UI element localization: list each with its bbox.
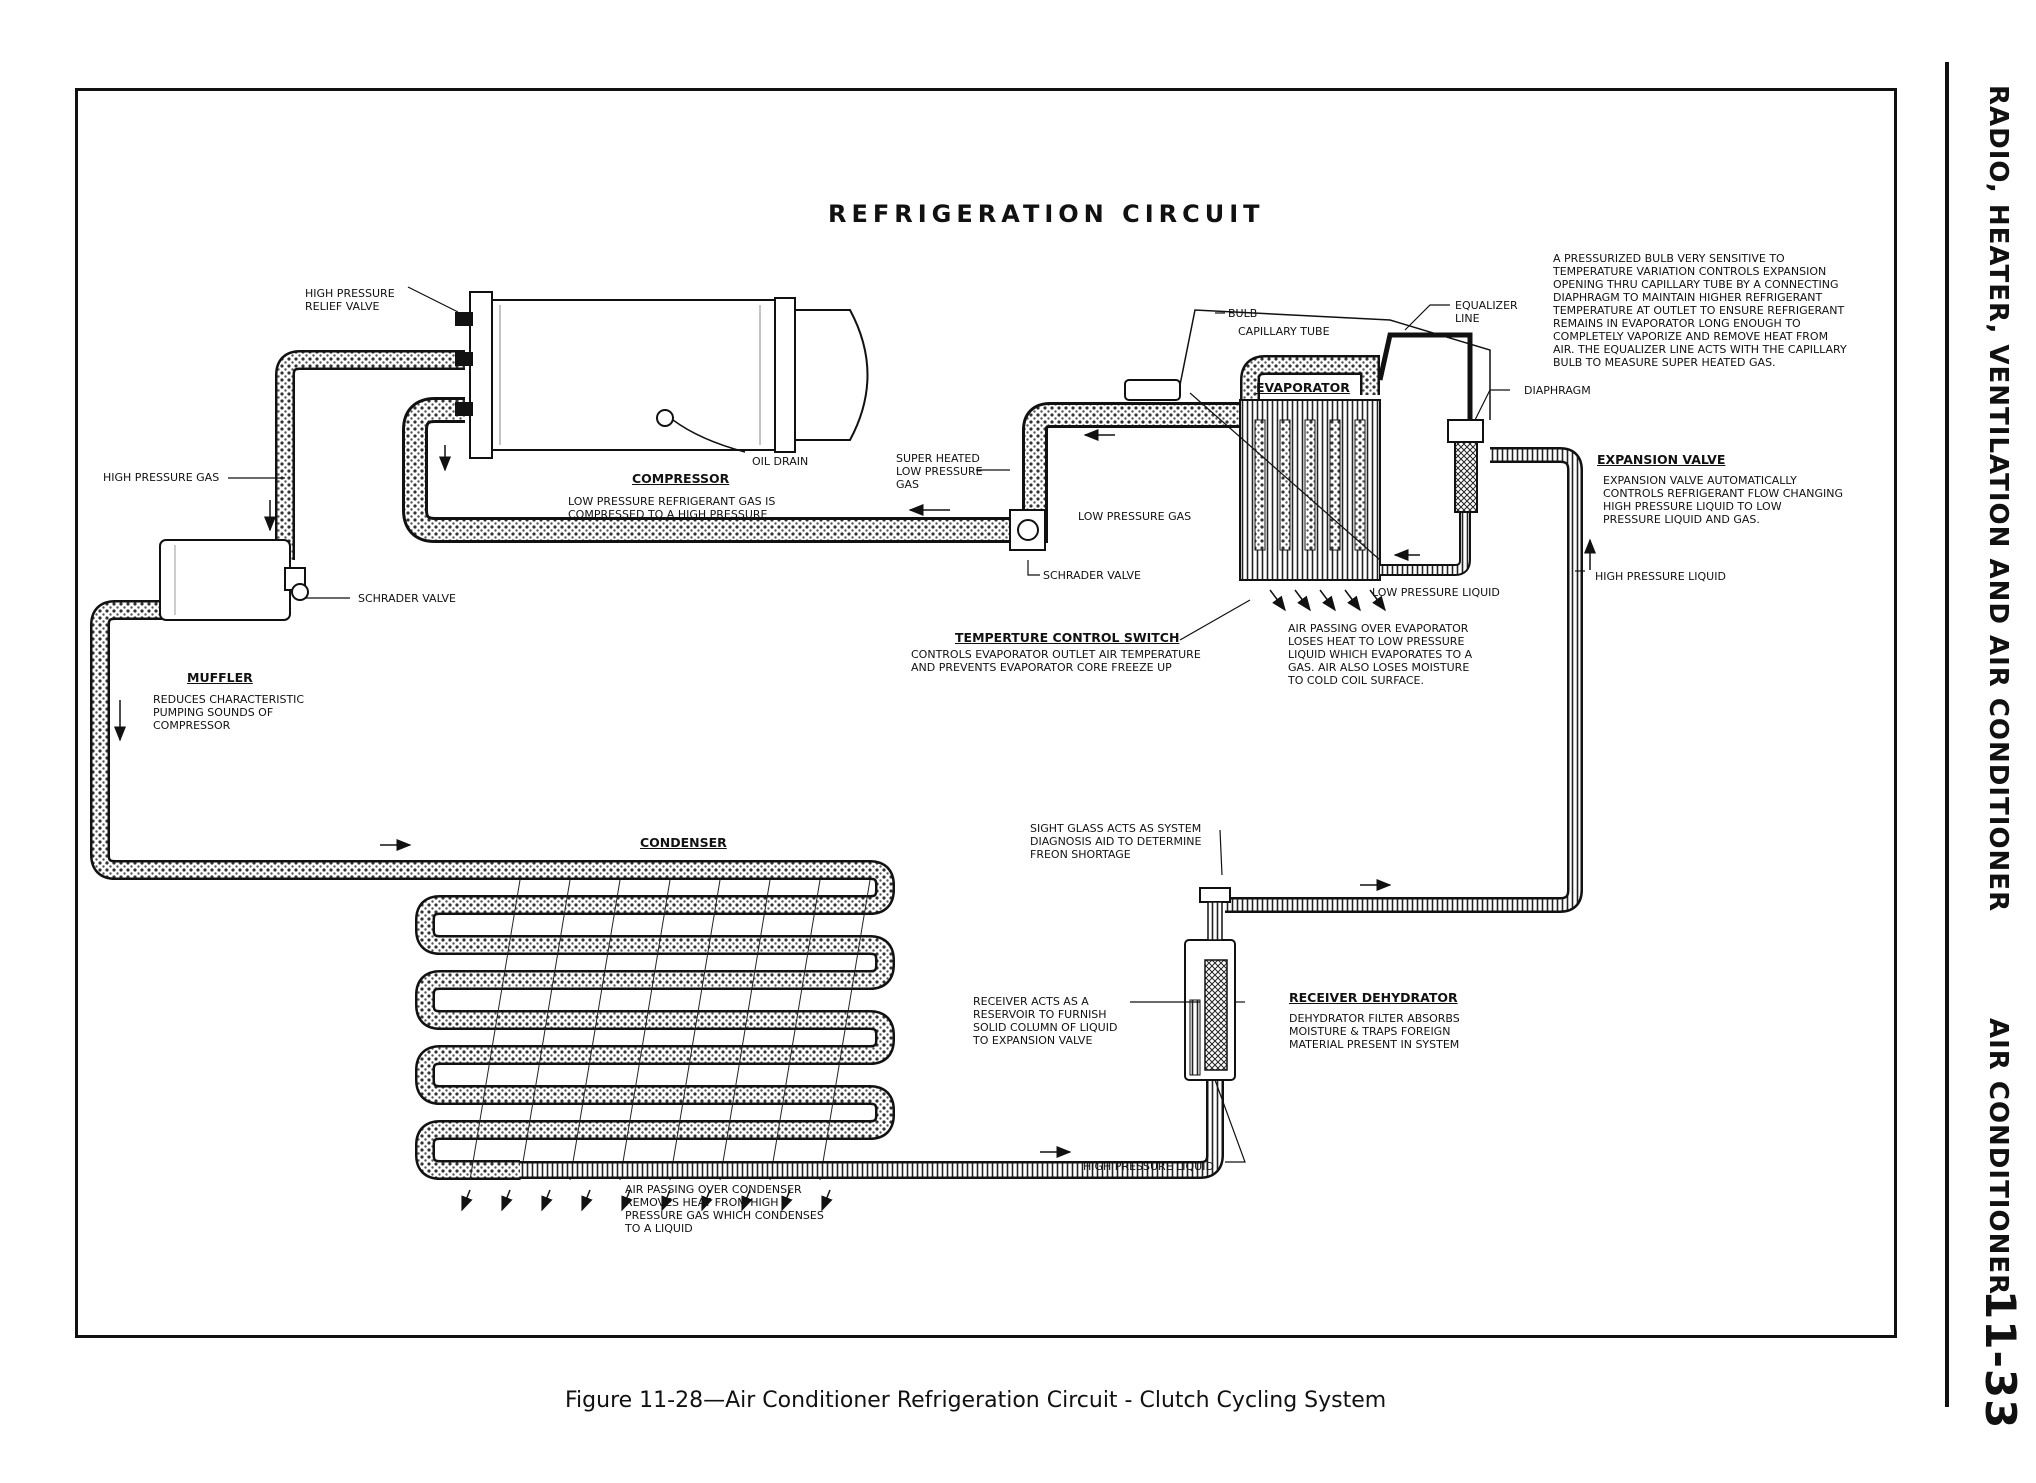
label-high-pressure-relief-valve: HIGH PRESSURE RELIEF VALVE <box>305 287 395 313</box>
page-number: 11-33 <box>1976 1290 2025 1430</box>
expansion-valve-description: EXPANSION VALVE AUTOMATICALLY CONTROLS R… <box>1603 474 1843 526</box>
condenser-air-description: AIR PASSING OVER CONDENSER REMOVES HEAT … <box>625 1183 824 1235</box>
side-rule <box>1945 62 1949 1407</box>
low-pressure-suction-line <box>402 397 1250 543</box>
expansion-valve-title: EXPANSION VALVE <box>1597 452 1726 467</box>
muffler <box>159 539 309 621</box>
diagram-title: REFRIGERATION CIRCUIT <box>828 200 1265 228</box>
label-high-pressure-gas: HIGH PRESSURE GAS <box>103 471 220 484</box>
receiver-dehydrator-title: RECEIVER DEHYDRATOR <box>1289 990 1458 1005</box>
label-oil-drain: OIL DRAIN <box>752 455 809 468</box>
compressor-description: LOW PRESSURE REFRIGERANT GAS IS COMPRESS… <box>568 495 776 521</box>
bulb-description: A PRESSURIZED BULB VERY SENSITIVE TO TEM… <box>1553 252 1847 369</box>
label-low-pressure-gas: LOW PRESSURE GAS <box>1078 510 1192 523</box>
label-high-pressure-liquid-right: HIGH PRESSURE LIQUID <box>1595 570 1726 583</box>
label-low-pressure-liquid: LOW PRESSURE LIQUID <box>1372 586 1500 599</box>
diagram-border <box>75 88 1897 1338</box>
muffler-description: REDUCES CHARACTERISTIC PUMPING SOUNDS OF… <box>153 693 305 732</box>
label-bulb: BULB <box>1228 307 1258 320</box>
expansion-valve <box>1447 419 1484 513</box>
label-high-pressure-liquid-bottom: HIGH PRESSURE LIQUID <box>1083 1160 1214 1173</box>
evaporator-title: EVAPORATOR <box>1256 380 1350 395</box>
label-diaphragm: DIAPHRAGM <box>1524 384 1591 397</box>
figure-caption: Figure 11-28—Air Conditioner Refrigerati… <box>565 1388 1387 1413</box>
label-capillary-tube: CAPILLARY TUBE <box>1238 325 1330 338</box>
high-pressure-liquid-line <box>520 447 1583 1179</box>
evaporator <box>1124 309 1491 612</box>
section-header: RADIO, HEATER, VENTILATION AND AIR CONDI… <box>1983 85 2013 913</box>
label-schrader-valve-left: SCHRADER VALVE <box>358 592 456 605</box>
evaporator-air-description: AIR PASSING OVER EVAPORATOR LOSES HEAT T… <box>1288 622 1473 687</box>
receiver-dehydrator <box>1184 887 1236 1081</box>
subsection-header: AIR CONDITIONER <box>1983 1018 2013 1296</box>
schrader-valve-suction <box>1009 509 1046 551</box>
temperature-switch-title: TEMPERTURE CONTROL SWITCH <box>955 630 1180 645</box>
condenser-title: CONDENSER <box>640 835 727 850</box>
compressor <box>455 291 869 459</box>
label-schrader-valve-right: SCHRADER VALVE <box>1043 569 1141 582</box>
condenser-coil <box>415 860 895 1212</box>
muffler-title: MUFFLER <box>187 670 253 685</box>
compressor-title: COMPRESSOR <box>632 471 730 486</box>
temperature-switch-description: CONTROLS EVAPORATOR OUTLET AIR TEMPERATU… <box>911 648 1201 674</box>
receiver-dehydrator-description: DEHYDRATOR FILTER ABSORBS MOISTURE & TRA… <box>1289 1012 1460 1051</box>
leader-lines <box>228 286 1585 1163</box>
label-equalizer-line: EQUALIZER LINE <box>1455 299 1518 325</box>
sight-glass-description: SIGHT GLASS ACTS AS SYSTEM DIAGNOSIS AID… <box>1030 822 1202 861</box>
receiver-acts-description: RECEIVER ACTS AS A RESERVOIR TO FURNISH … <box>973 995 1118 1047</box>
high-pressure-gas-line <box>90 350 465 880</box>
label-super-heated-gas: SUPER HEATED LOW PRESSURE GAS <box>896 452 983 491</box>
flow-arrows <box>114 429 1596 1158</box>
